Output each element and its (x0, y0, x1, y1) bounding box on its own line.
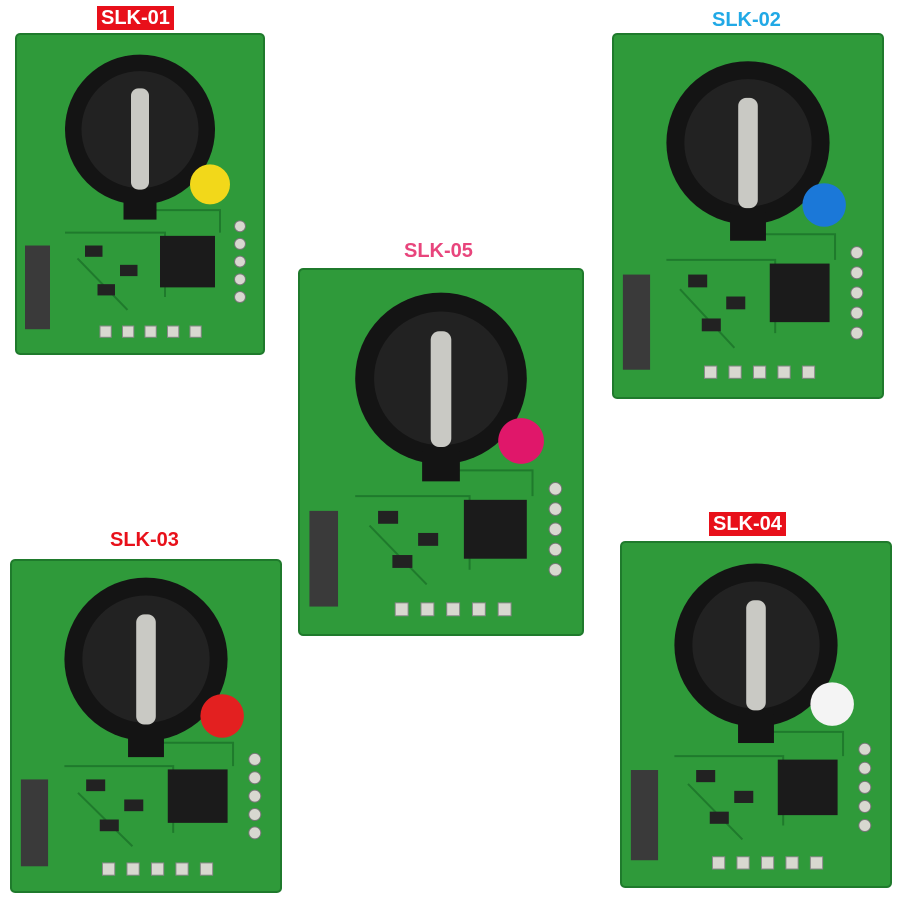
battery-holder (64, 577, 228, 758)
battery-holder (65, 54, 215, 220)
color-dot (190, 164, 230, 205)
pad (728, 365, 742, 379)
side-pad (234, 273, 246, 286)
ic-chip (167, 769, 228, 823)
pad (167, 325, 180, 338)
smd-component (85, 245, 103, 257)
ic-chip (160, 235, 215, 288)
pad (101, 862, 116, 876)
module-label-slk-04: SLK-04 (709, 512, 786, 536)
pad (809, 856, 824, 870)
coil (309, 510, 339, 607)
side-pad (248, 752, 262, 766)
coil (622, 274, 651, 370)
side-pad (858, 742, 872, 756)
smd-component (120, 264, 138, 277)
color-dot (200, 694, 244, 738)
side-pad (548, 522, 563, 537)
pad (497, 602, 512, 617)
pad (760, 856, 775, 870)
pad (471, 602, 486, 617)
side-pad (548, 562, 563, 577)
smd-component (97, 284, 115, 296)
color-dot (498, 418, 544, 464)
battery-holder (666, 61, 830, 241)
battery-holder (355, 292, 527, 482)
coil (630, 770, 659, 861)
coil (20, 779, 49, 867)
module-label-slk-01: SLK-01 (97, 6, 174, 30)
smd-component (392, 555, 413, 568)
smd-component (688, 274, 708, 288)
smd-component (86, 779, 106, 792)
color-dot (802, 183, 846, 227)
side-pad (850, 326, 864, 340)
smd-component (734, 790, 754, 803)
side-pad (858, 761, 872, 775)
smd-component (726, 296, 746, 310)
side-pad (248, 771, 262, 785)
side-pad (548, 542, 563, 557)
module-label-slk-03: SLK-03 (110, 529, 179, 551)
ic-chip (769, 263, 830, 323)
module-label-slk-05: SLK-05 (404, 240, 473, 262)
smd-component (99, 819, 119, 832)
side-pad (858, 799, 872, 813)
side-pad (248, 789, 262, 803)
ic-chip (463, 499, 527, 559)
pad (420, 602, 435, 617)
pad (752, 365, 767, 379)
side-pad (234, 291, 246, 304)
battery-holder (674, 563, 838, 744)
pcb-board-slk-05 (298, 268, 584, 636)
side-pad (248, 826, 262, 840)
side-pad (858, 819, 872, 833)
pad (801, 365, 816, 379)
side-pad (850, 306, 864, 320)
pad (126, 862, 140, 876)
side-pad (234, 220, 246, 233)
side-pad (850, 266, 864, 280)
color-dot (810, 682, 854, 726)
pad (711, 856, 726, 870)
pad (736, 856, 750, 870)
side-pad (548, 482, 563, 496)
smd-component (701, 318, 721, 332)
pad (777, 365, 791, 379)
smd-component (709, 811, 729, 824)
pad (175, 862, 189, 876)
smd-component (696, 770, 716, 783)
pad (446, 602, 461, 617)
side-pad (234, 237, 246, 250)
pad (785, 856, 799, 870)
pad (99, 325, 112, 338)
smd-component (418, 532, 439, 546)
pcb-board-slk-04 (620, 541, 892, 888)
ic-chip (777, 759, 838, 816)
pad (122, 325, 135, 338)
pad (199, 862, 214, 876)
side-pad (850, 286, 864, 300)
module-label-slk-02: SLK-02 (712, 9, 781, 31)
pad (703, 365, 718, 379)
smd-component (124, 799, 144, 812)
pad (394, 602, 409, 617)
side-pad (248, 808, 262, 821)
pcb-board-slk-02 (612, 33, 884, 399)
smd-component (378, 510, 399, 524)
pcb-board-slk-03 (10, 559, 282, 893)
pcb-board-slk-01 (15, 33, 265, 355)
side-pad (548, 502, 563, 516)
side-pad (234, 255, 246, 268)
side-pad (858, 780, 872, 794)
pad (144, 325, 157, 338)
coil (25, 245, 50, 330)
pad (189, 325, 202, 338)
pad (150, 862, 165, 876)
side-pad (850, 246, 864, 260)
